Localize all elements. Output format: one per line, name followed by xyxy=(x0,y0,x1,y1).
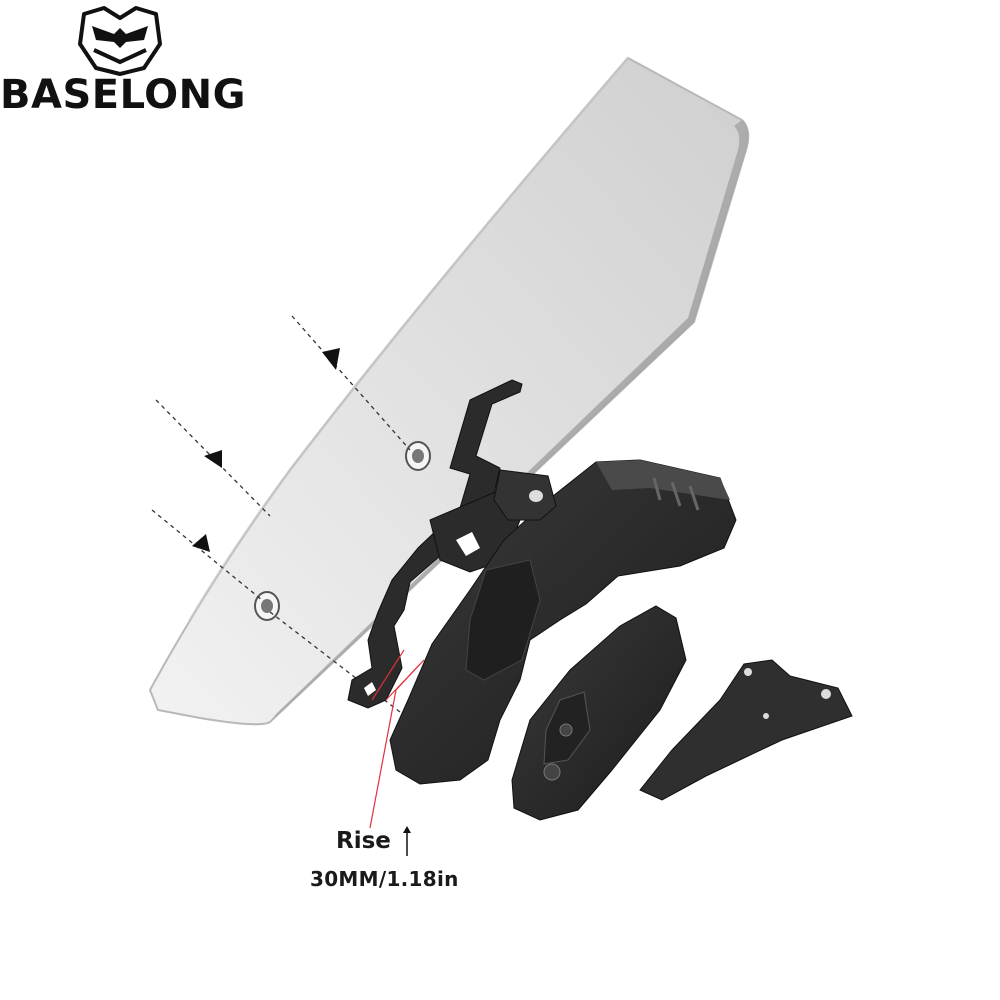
brand-name: BASELONG xyxy=(0,72,246,118)
mask-shield-icon xyxy=(78,6,162,76)
arrow-head-icons xyxy=(192,348,340,552)
rise-label: Rise xyxy=(336,828,391,854)
windshield xyxy=(148,56,750,726)
rise-value: 30MM/1.18in xyxy=(310,867,459,891)
mount-hole-lower xyxy=(254,591,280,621)
rise-indicator-lines xyxy=(369,649,425,829)
flat-bracket xyxy=(639,659,853,801)
mount-hole-upper xyxy=(405,441,431,471)
up-arrow-icon xyxy=(403,826,411,856)
riser-block xyxy=(389,459,737,785)
side-cover xyxy=(511,605,687,821)
